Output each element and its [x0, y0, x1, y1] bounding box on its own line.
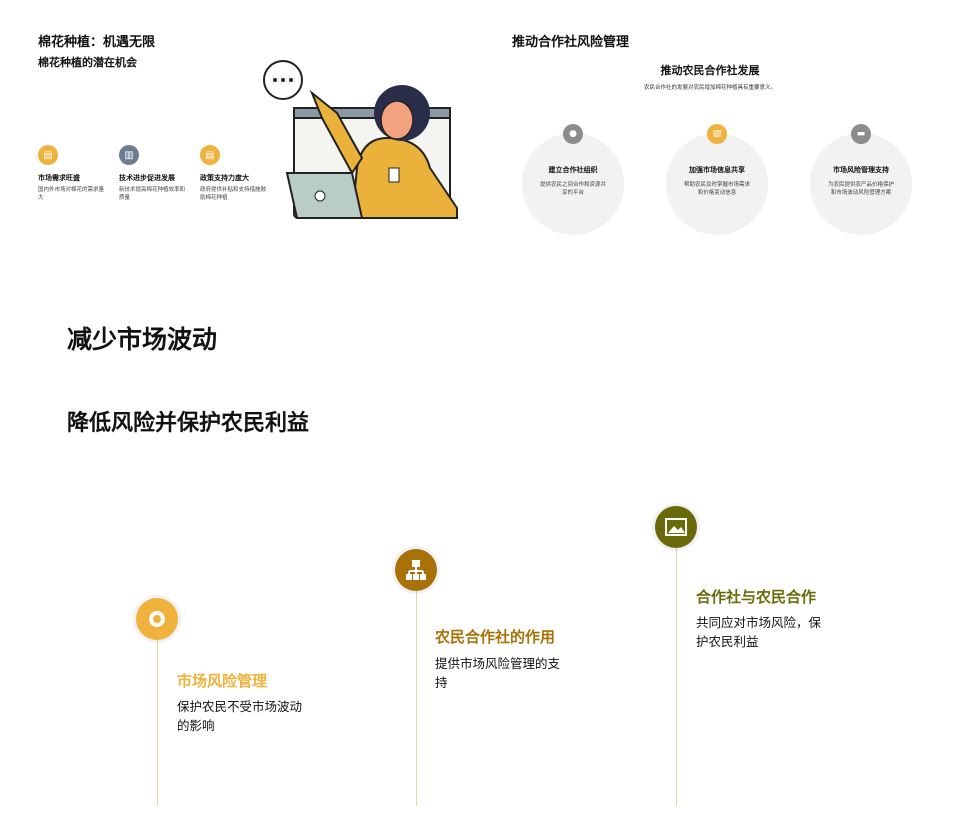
timeline-desc: 提供市场风险管理的支持: [435, 656, 561, 691]
timeline-desc: 保护农民不受市场波动的影响: [177, 699, 303, 734]
timeline-title: 农民合作社的作用: [435, 628, 556, 646]
printer-icon: ▤: [38, 145, 58, 165]
timeline-line: [157, 640, 158, 806]
heading-reduce-volatility: 减少市场波动: [67, 325, 218, 354]
card-title: 加强市场信息共享: [689, 166, 745, 174]
timeline-title: 合作社与农民合作: [696, 588, 817, 606]
target-icon: [136, 598, 178, 640]
card-desc: 为农民提供农产品价格保护和市场波动风险管理方案: [827, 182, 894, 197]
card-title: 市场风险管理支持: [833, 166, 889, 174]
image-icon: [655, 506, 697, 548]
org-chart-icon: [395, 549, 437, 591]
feature-title: 技术进步促进发展: [119, 174, 175, 182]
clipboard-icon: ▥: [119, 145, 139, 165]
card-market-info: ▨ 加强市场信息共享 帮助农民及时掌握市场需求和价格变动信息: [666, 124, 768, 235]
woman-laptop-illustration: [263, 60, 458, 219]
feature-market-demand: ▤ 市场需求旺盛 国内外市场对棉花的需求量大: [38, 145, 108, 202]
right-desc: 农民合作社的发展对农民增加棉花种植具有重要意义。: [643, 85, 776, 91]
timeline-desc: 共同应对市场风险，保护农民利益: [696, 615, 822, 650]
card-desc: 提供农民之间合作和资源共享的平台: [539, 182, 606, 197]
feature-desc: 政府提供补贴和支持措施鼓励棉花种植: [200, 187, 267, 201]
card-cooperative-org: ● 建立合作社组织 提供农民之间合作和资源共享的平台: [522, 124, 624, 235]
card-title: 建立合作社组织: [548, 166, 598, 174]
feature-title: 政策支持力度大: [200, 174, 249, 182]
image-icon: ▨: [707, 124, 727, 144]
left-title: 棉花种植：机遇无限: [38, 35, 156, 50]
gear-icon: ●: [563, 124, 583, 144]
timeline-line: [416, 591, 417, 806]
right-title: 推动合作社风险管理: [512, 35, 630, 50]
feature-title: 市场需求旺盛: [38, 174, 80, 182]
printer-icon: ▤: [200, 145, 220, 165]
timeline-title: 市场风险管理: [177, 672, 268, 690]
feature-policy: ▤ 政策支持力度大 政府提供补贴和支持措施鼓励棉花种植: [200, 145, 270, 202]
feature-tech: ▥ 技术进步促进发展 新技术提高棉花种植效率和质量: [119, 145, 189, 202]
timeline-line: [676, 548, 677, 806]
heading-reduce-risk: 降低风险并保护农民利益: [67, 411, 310, 436]
right-subtitle: 推动农民合作社发展: [660, 64, 760, 77]
briefcase-icon: ▬: [851, 124, 871, 144]
feature-desc: 新技术提高棉花种植效率和质量: [119, 187, 186, 201]
card-risk-support: ▬ 市场风险管理支持 为农民提供农产品价格保护和市场波动风险管理方案: [810, 124, 912, 235]
card-desc: 帮助农民及时掌握市场需求和价格变动信息: [683, 182, 750, 197]
left-subtitle: 棉花种植的潜在机会: [38, 56, 137, 69]
feature-desc: 国内外市场对棉花的需求量大: [38, 187, 105, 201]
